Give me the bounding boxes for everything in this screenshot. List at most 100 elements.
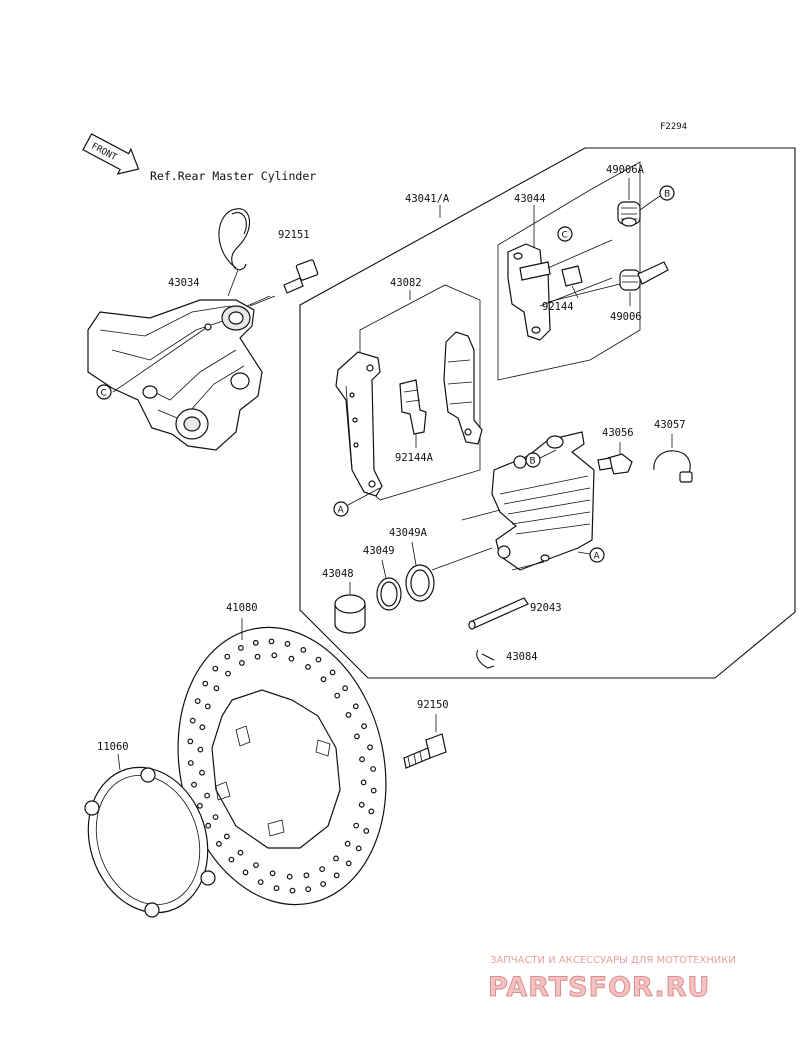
- pad-spring-92144A: [399, 379, 427, 448]
- label-43048: 43048: [322, 568, 354, 580]
- disc-hole: [223, 833, 230, 840]
- front-arrow-icon: FRONT: [82, 133, 140, 175]
- hose-clamp: [218, 208, 250, 297]
- disc-hole: [355, 845, 362, 852]
- disc-hole: [363, 828, 370, 834]
- callout-b-top: B: [653, 185, 675, 201]
- svg-text:A: A: [594, 552, 601, 562]
- figure-code: F2294: [660, 122, 687, 132]
- reference-text: Ref.Rear Master Cylinder: [150, 169, 316, 183]
- disc-hole: [202, 680, 209, 687]
- disc-hole: [345, 712, 352, 718]
- disc-hole: [215, 840, 222, 847]
- disc-hole: [271, 652, 278, 659]
- disc-hole: [237, 645, 244, 651]
- caliper-body: [491, 431, 595, 571]
- piston-43048: [334, 582, 366, 634]
- caliper-assembly-boundary: [299, 147, 796, 679]
- label-11060: 11060: [97, 741, 129, 753]
- svg-text:B: B: [530, 457, 536, 467]
- caliper-bracket-43034: [87, 299, 263, 451]
- label-49006A: 49006A: [606, 164, 645, 176]
- disc-hole: [237, 849, 244, 856]
- label-43056: 43056: [602, 427, 634, 439]
- label-92151: 92151: [278, 229, 310, 241]
- bolt-92151: [237, 259, 319, 311]
- disc-hole: [204, 703, 211, 710]
- svg-text:B: B: [664, 190, 670, 200]
- brake-pad-outer: [335, 351, 383, 497]
- disc-hole: [197, 746, 204, 753]
- callout-a-caliper: A: [577, 547, 605, 563]
- disc-hole: [284, 640, 291, 647]
- disc-hole: [333, 872, 340, 879]
- disc-hole: [305, 886, 312, 893]
- svg-text:A: A: [338, 506, 345, 516]
- disc-hole: [187, 738, 194, 745]
- disc-hole: [191, 781, 197, 788]
- disc-hole: [204, 792, 211, 799]
- disc-hole: [273, 885, 280, 892]
- disc-hole: [303, 872, 310, 879]
- label-43041A: 43041/A: [405, 193, 450, 205]
- label-43057: 43057: [654, 419, 686, 431]
- disc-hole: [358, 801, 365, 808]
- disc-hole: [320, 676, 327, 683]
- disc-hole: [213, 685, 220, 692]
- disc-hole: [344, 840, 351, 847]
- disc-hole: [360, 779, 367, 786]
- disc-hole: [334, 692, 341, 699]
- disc-hole: [225, 670, 231, 677]
- disc-hole: [242, 869, 249, 876]
- disc-hole: [199, 724, 206, 731]
- disc-hole: [353, 822, 360, 829]
- disc-bolt-92150: [403, 714, 447, 769]
- disc-hole: [228, 856, 235, 863]
- label-92144: 92144: [542, 301, 574, 313]
- disc-hole: [268, 638, 275, 645]
- disc-hole: [319, 866, 326, 872]
- bleeder-cap-43057: [653, 434, 693, 483]
- disc-hole: [367, 744, 373, 751]
- disc-hole: [345, 860, 352, 867]
- boot-49006: [619, 261, 669, 306]
- svg-text:C: C: [101, 389, 107, 399]
- label-43049A: 43049A: [389, 527, 428, 539]
- label-92043: 92043: [530, 602, 562, 614]
- disc-hole: [289, 887, 296, 894]
- slide-bracket-43044: [507, 239, 621, 341]
- gasket-11060: [84, 753, 216, 918]
- disc-hole: [199, 769, 205, 776]
- disc-hole: [320, 881, 327, 887]
- disc-hole: [252, 639, 259, 646]
- label-41080: 41080: [226, 602, 258, 614]
- pad-spring-92144: [561, 265, 583, 299]
- disc-hole: [359, 756, 365, 763]
- label-43049: 43049: [363, 545, 395, 557]
- cotter-pin-43084: [476, 649, 495, 669]
- disc-hole: [354, 733, 360, 740]
- callout-a-pad: A: [333, 487, 381, 517]
- brake-disc-41080: [177, 626, 387, 906]
- disc-hole: [253, 862, 259, 868]
- disc-hole: [238, 660, 245, 666]
- disc-hole: [333, 855, 339, 862]
- dust-seal-43049: [376, 559, 402, 611]
- disc-hole: [329, 669, 336, 676]
- svg-text:C: C: [562, 231, 568, 241]
- brake-disc-holes: [187, 638, 377, 894]
- disc-hole: [361, 723, 368, 730]
- piston-seal-43049A: [405, 541, 435, 602]
- bleeder-valve-43056: [597, 442, 633, 475]
- disc-hole: [205, 822, 212, 829]
- callout-c-top: C: [557, 226, 573, 242]
- callout-c-left: C: [96, 384, 112, 400]
- watermark-brand: PARTSFOR.RU: [488, 972, 710, 1003]
- disc-hole: [315, 656, 322, 663]
- callout-b-caliper: B: [525, 449, 557, 468]
- label-92144A: 92144A: [395, 452, 434, 464]
- disc-hole: [288, 655, 295, 662]
- watermark-tagline: ЗАПЧАСТИ И АКСЕССУАРЫ ДЛЯ МОТОТЕХНИКИ: [490, 955, 736, 966]
- disc-hole: [224, 653, 231, 660]
